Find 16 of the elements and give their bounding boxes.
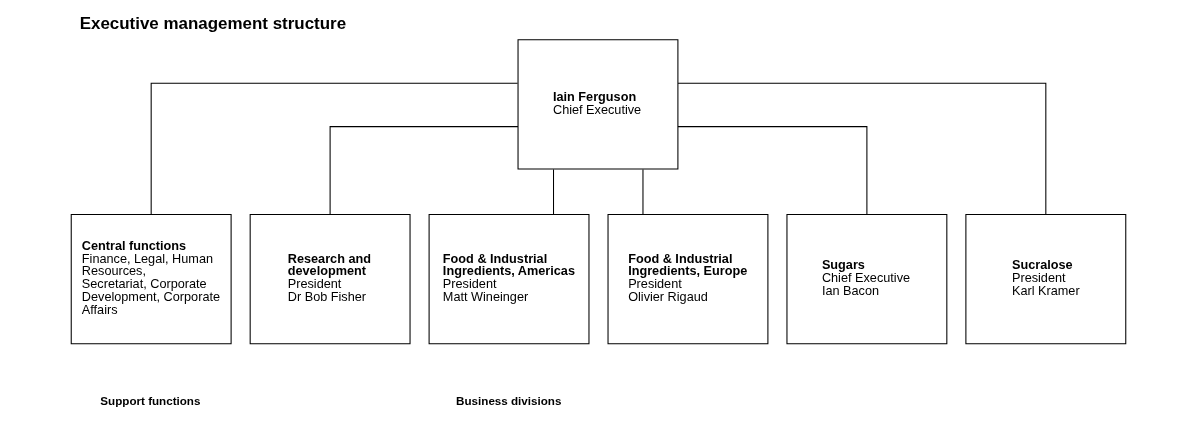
connector bbox=[641, 168, 643, 215]
connector bbox=[150, 82, 518, 215]
label: Business divisions bbox=[455, 393, 561, 407]
node-box: Iain Ferguson Chief Executive bbox=[517, 39, 678, 170]
diagram-title: Executive management structure bbox=[79, 14, 346, 33]
node-box: Research and development President Dr Bob Fisher bbox=[249, 213, 411, 345]
label: Support functions bbox=[99, 393, 200, 407]
connector bbox=[329, 126, 518, 215]
connector bbox=[677, 82, 1046, 215]
node-box: Sugars Chief Executive Ian Bacon bbox=[785, 213, 947, 345]
connector bbox=[676, 126, 867, 215]
node-box: Food & Industrial Ingredients, Europe President Olivier Rigaud bbox=[607, 213, 768, 345]
node-box: Food & Industrial Ingredients, Americas President Matt Wineinger bbox=[428, 213, 589, 345]
connector bbox=[552, 168, 554, 215]
node-box: Sucralose President Karl Kramer bbox=[964, 213, 1126, 345]
node-box: Central functions Finance, Legal, Human Resources, Secretariat, Corporate Development, Corporate Affairs bbox=[70, 213, 232, 345]
